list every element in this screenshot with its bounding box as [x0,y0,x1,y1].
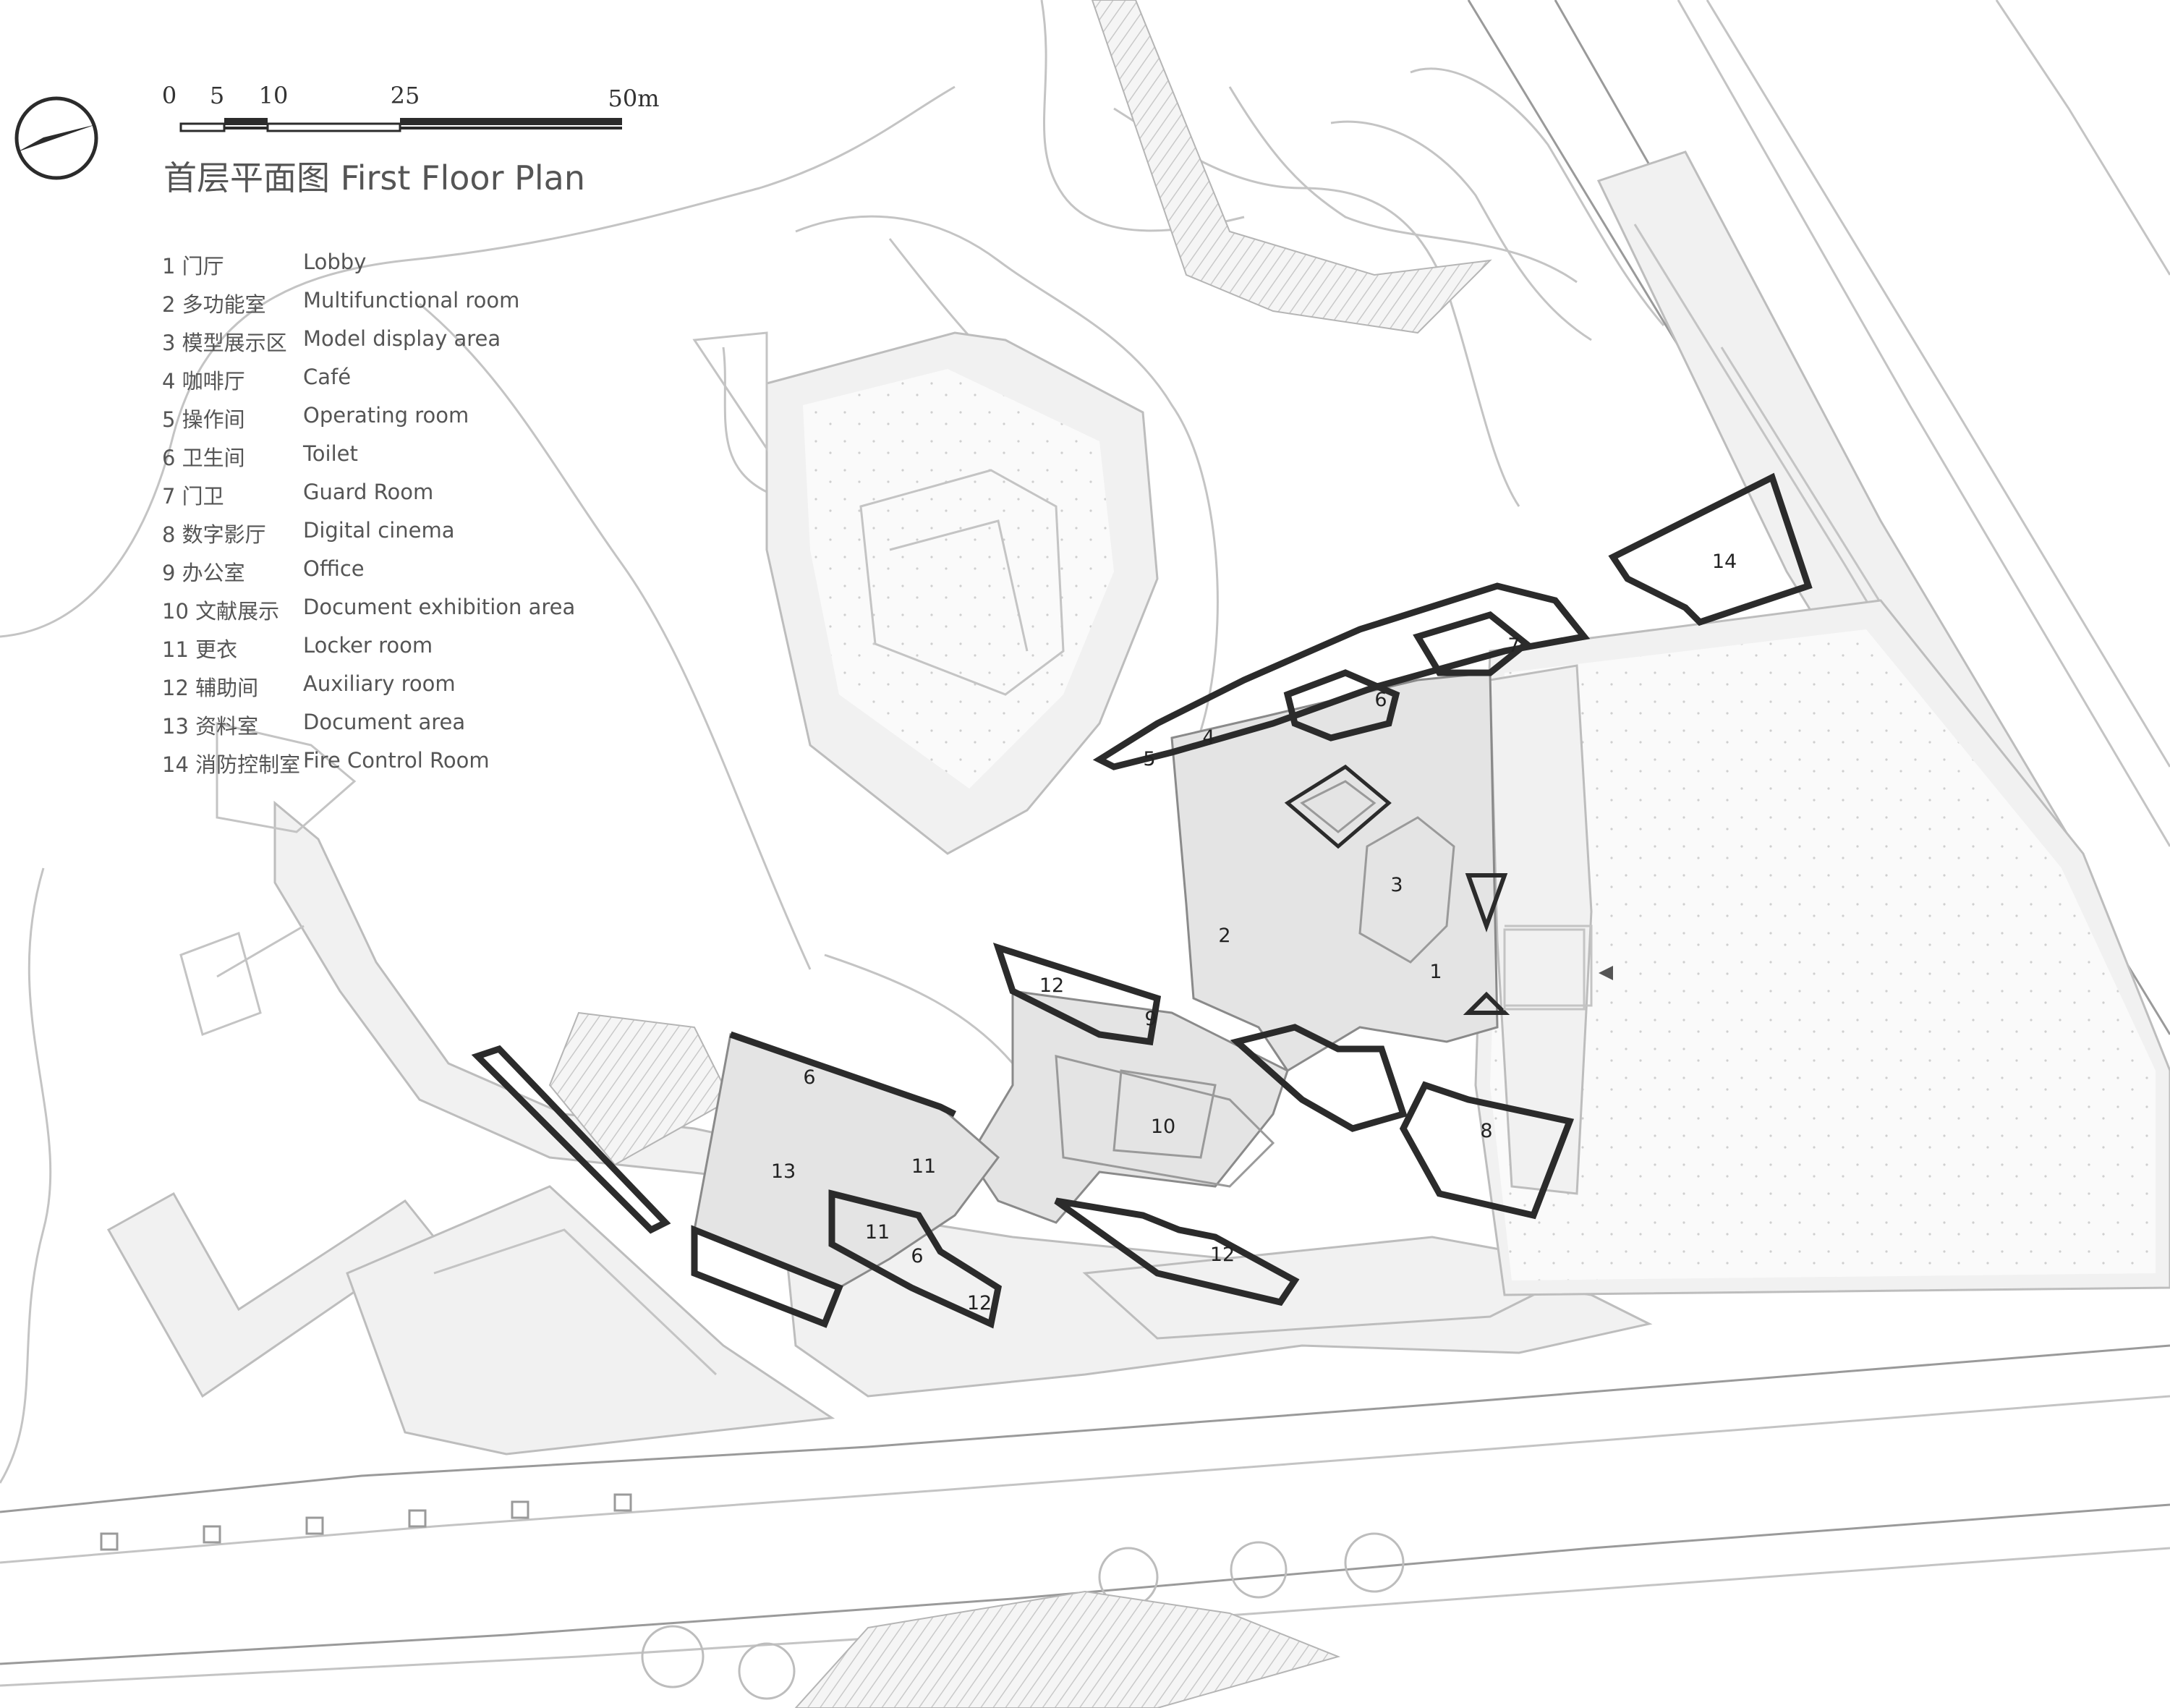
room-number-labels: 1 2 3 4 5 6 6 6 7 8 9 10 11 11 12 12 12 … [771,551,1737,1314]
room-label-office: 9 [1144,1008,1157,1030]
legend-en: Toilet [303,441,358,466]
legend-zh: 13 资料室 [162,714,259,739]
room-label-locker-a: 11 [911,1155,936,1178]
legend-en: Multifunctional room [303,288,520,313]
wall-office-block [992,943,1162,1046]
room-label-doc-exhibition: 10 [1151,1116,1175,1138]
room-label-aux-b: 12 [1210,1244,1235,1266]
room-label-toilet-south: 6 [911,1245,923,1267]
wall-north-wing [1092,582,1591,770]
legend-en: Document area [303,710,466,734]
legend-zh: 8 数字影厅 [162,522,266,547]
scale-bar: 0 5 10 25 50m [162,82,660,132]
legend-en: Café [303,365,352,389]
room-label-multifunctional: 2 [1218,925,1230,947]
scale-label-0: 0 [162,82,176,109]
room-label-lobby: 1 [1429,961,1442,983]
legend-zh: 6 卫生间 [162,446,245,470]
room-label-cinema: 8 [1480,1120,1492,1142]
legend-zh: 10 文献展示 [162,599,280,624]
legend-zh: 5 操作间 [162,407,245,432]
room-label-operating: 5 [1143,748,1155,770]
legend-en: Office [303,556,365,581]
legend-zh: 1 门厅 [162,254,224,279]
north-arrow-icon [14,96,98,180]
room-label-model-display: 3 [1390,874,1403,896]
legend-zh: 2 多功能室 [162,292,266,317]
legend-zh: 7 门卫 [162,484,224,509]
legend-en: Lobby [303,250,367,274]
room-label-doc-area: 13 [771,1160,796,1183]
wall-south-aux [1054,1197,1300,1307]
wall-guard [1413,611,1532,676]
legend-zh: 4 咖啡厅 [162,369,245,394]
room-label-toilet-north: 6 [1374,689,1387,711]
legend-zh: 3 模型展示区 [162,331,287,355]
legend-en: Guard Room [303,480,434,504]
legend-en: Auxiliary room [303,671,456,696]
room-label-toilet-west: 6 [803,1066,815,1089]
floor-area-main [1170,671,1499,1073]
room-label-cafe: 4 [1202,726,1214,749]
legend-zh: 12 辅助间 [162,676,259,700]
plan-title: 首层平面图 First Floor Plan [163,158,585,197]
wall-west-wing-south [691,1225,843,1328]
wall-toilet-north [1283,669,1400,742]
wall-lobby-core [1230,1024,1408,1132]
wall-diagonal-blade [471,1045,671,1234]
building [471,472,1813,1329]
entrance-arrow-icon [1465,873,1508,932]
legend-zh: 14 消防控制室 [162,752,301,777]
floor-area-middle [968,990,1289,1224]
entrance-canopy [1503,928,1586,1011]
legend-en: Locker room [303,633,433,658]
scale-label-25: 25 [391,82,420,109]
legend-en: Fire Control Room [303,748,490,773]
scale-label-5: 5 [210,82,224,109]
wall-west-wing-north [729,1031,957,1118]
room-label-locker-b: 11 [865,1221,890,1244]
room-label-guard: 7 [1507,634,1520,657]
wall-locker-core [828,1189,1003,1329]
legend-en: Digital cinema [303,518,455,543]
scale-label-50m: 50m [608,85,659,112]
entrance-arrow-icon [1463,991,1510,1015]
entrance-marker-icon [1599,966,1613,980]
room-label-aux-a: 12 [1039,974,1064,997]
wall-fire-control [1608,472,1813,626]
scale-label-10: 10 [259,82,289,109]
legend-zh: 9 办公室 [162,561,245,585]
legend-en: Model display area [303,326,501,351]
room-label-aux-c: 12 [967,1292,992,1314]
legend-en: Operating room [303,403,469,428]
wall-east-cinema [1399,1081,1575,1220]
room-label-fire-control: 14 [1712,551,1737,573]
legend-zh: 11 更衣 [162,637,238,662]
legend-en: Document exhibition area [303,595,576,619]
